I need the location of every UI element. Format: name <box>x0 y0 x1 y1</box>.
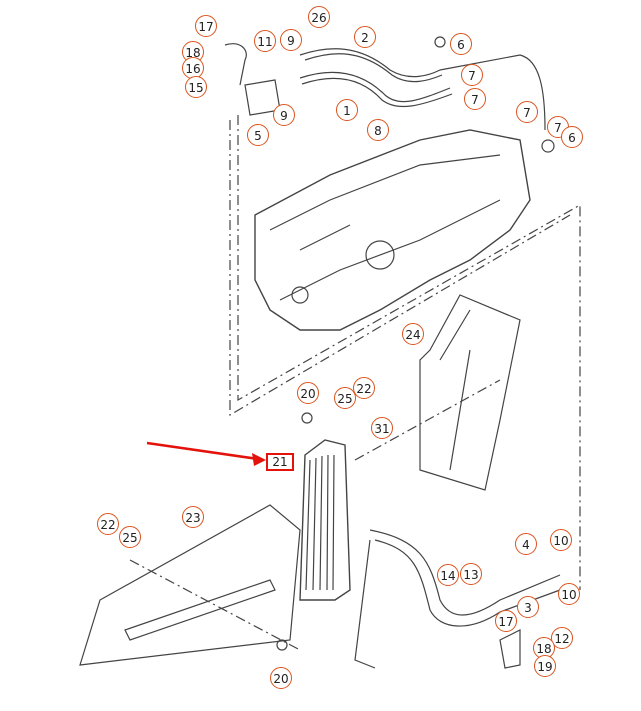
callout-20[interactable]: 20 <box>270 667 292 689</box>
transmission <box>254 129 531 331</box>
callout-26[interactable]: 26 <box>308 6 330 28</box>
callout-31[interactable]: 31 <box>371 417 393 439</box>
callout-1[interactable]: 1 <box>336 99 358 121</box>
callout-7[interactable]: 7 <box>461 64 483 86</box>
callout-22[interactable]: 22 <box>97 513 119 535</box>
hose-2 <box>299 48 546 131</box>
callout-11[interactable]: 11 <box>254 30 276 52</box>
callout-17[interactable]: 17 <box>495 610 517 632</box>
callout-6[interactable]: 6 <box>450 33 472 55</box>
air-guide-23 <box>79 504 301 666</box>
hose-1 <box>299 71 451 103</box>
callout-7[interactable]: 7 <box>516 101 538 123</box>
callout-2[interactable]: 2 <box>354 26 376 48</box>
callout-19[interactable]: 19 <box>534 655 556 677</box>
callout-5[interactable]: 5 <box>247 124 269 146</box>
callout-23[interactable]: 23 <box>182 506 204 528</box>
callout-25[interactable]: 25 <box>334 387 356 409</box>
callout-17[interactable]: 17 <box>195 15 217 37</box>
callout-12[interactable]: 12 <box>551 627 573 649</box>
air-duct-24 <box>419 294 521 491</box>
callout-14[interactable]: 14 <box>437 564 459 586</box>
callout-8[interactable]: 8 <box>367 119 389 141</box>
bracket-19 <box>499 629 521 669</box>
callout-24[interactable]: 24 <box>402 323 424 345</box>
hose-4 <box>369 529 561 616</box>
callout-20[interactable]: 20 <box>297 382 319 404</box>
callout-22[interactable]: 22 <box>353 377 375 399</box>
callout-13[interactable]: 13 <box>460 563 482 585</box>
oil-cooler-21 <box>299 439 351 601</box>
callout-10[interactable]: 10 <box>558 583 580 605</box>
callout-10[interactable]: 10 <box>550 529 572 551</box>
callout-25[interactable]: 25 <box>119 526 141 548</box>
callout-16[interactable]: 16 <box>182 57 204 79</box>
callout-4[interactable]: 4 <box>515 533 537 555</box>
callout-21-highlighted[interactable]: 21 <box>266 453 294 471</box>
callout-15[interactable]: 15 <box>185 76 207 98</box>
callout-9[interactable]: 9 <box>280 29 302 51</box>
callout-9[interactable]: 9 <box>273 104 295 126</box>
callout-7[interactable]: 7 <box>464 88 486 110</box>
callout-6[interactable]: 6 <box>561 126 583 148</box>
hose-3 <box>374 539 561 627</box>
callout-3[interactable]: 3 <box>517 596 539 618</box>
